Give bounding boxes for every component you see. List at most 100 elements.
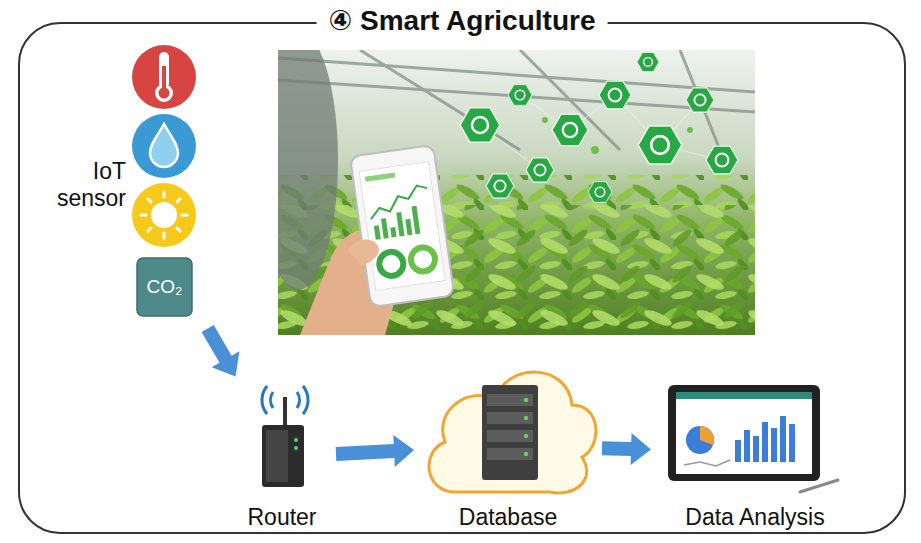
farm-photo <box>359 162 445 291</box>
farm-photo <box>638 126 682 164</box>
farm-photo <box>278 80 755 112</box>
farm-photo <box>508 85 532 106</box>
farm-photo <box>599 81 631 109</box>
farm-photo <box>637 52 659 71</box>
farm-photo <box>686 88 714 112</box>
farm-photo <box>278 50 338 290</box>
flow-arrow <box>336 435 414 467</box>
farm-photo <box>542 117 548 123</box>
tablet-icon <box>789 424 795 462</box>
router-node: Router <box>232 380 332 533</box>
router-icon <box>283 397 287 427</box>
farm-photo <box>405 219 412 236</box>
flow-arrow <box>602 433 651 465</box>
tablet-icon <box>762 422 768 462</box>
farm-photo <box>552 114 588 145</box>
farm-photo <box>278 50 755 335</box>
farm-photo <box>278 205 755 335</box>
tablet-icon <box>684 460 730 466</box>
sensor-icons <box>141 214 146 217</box>
sensor-icons <box>132 45 196 109</box>
flow-arrow <box>202 325 240 377</box>
component-label: Router <box>245 503 318 531</box>
sensor-icons <box>141 192 187 238</box>
sensor-icons <box>132 45 196 316</box>
router-icon <box>303 386 308 414</box>
tablet-icon <box>753 436 759 462</box>
farm-photo <box>278 50 755 335</box>
tablet-icon <box>744 430 750 462</box>
farm-photo <box>365 173 395 182</box>
farm-photo <box>350 145 454 307</box>
farm-photo <box>278 50 755 150</box>
sensor-icons <box>151 202 177 228</box>
farm-photo <box>390 227 396 238</box>
panel-title: ④ Smart Agriculture <box>317 3 608 39</box>
database-icon <box>429 372 596 493</box>
farm-photo <box>480 95 720 170</box>
farm-photo <box>412 206 421 234</box>
database-icon <box>524 452 528 456</box>
sensor-icons <box>163 233 166 238</box>
sensor-icons <box>148 199 151 202</box>
farm-photo <box>680 50 720 150</box>
database-icon <box>487 448 533 460</box>
farm-photo <box>381 218 389 239</box>
router-icon <box>294 446 298 450</box>
router-icon <box>262 386 308 487</box>
farm-photo <box>348 240 379 266</box>
farm-photo <box>278 175 755 335</box>
farm-photo <box>350 145 454 307</box>
database-icon <box>524 434 528 438</box>
farm-photo <box>396 212 404 236</box>
router-icon <box>294 438 298 442</box>
router-icon <box>262 386 267 414</box>
sensor-icons <box>148 228 151 231</box>
component-label: Data Analysis <box>683 503 826 531</box>
database-icon <box>482 385 538 480</box>
sensor-icons <box>177 199 180 202</box>
tablet-icon <box>676 392 812 399</box>
router-icon <box>266 430 288 482</box>
farm-photo <box>486 174 514 198</box>
farm-photo <box>409 246 436 273</box>
component-label: Database <box>457 503 559 531</box>
sensor-label: IoT sensor <box>46 158 126 212</box>
farm-photo <box>374 225 381 240</box>
router-icon <box>270 392 273 408</box>
sensor-icons <box>177 228 180 231</box>
analysis-node: Data Analysis <box>655 372 855 533</box>
database-icon <box>524 416 528 420</box>
database-icon <box>487 412 533 424</box>
sensor-icons <box>132 114 196 178</box>
sensor-icons <box>132 183 196 247</box>
farm-photo <box>687 127 693 133</box>
farm-photo <box>588 182 612 203</box>
tablet-icon <box>668 385 838 492</box>
tablet-icon <box>771 428 777 462</box>
farm-photo <box>591 146 599 154</box>
database-icon <box>487 394 533 406</box>
farm-photo <box>360 50 520 150</box>
co2-icon-text: CO₂ <box>137 258 192 316</box>
database-node: Database <box>418 358 598 533</box>
database-icon <box>429 372 596 493</box>
router-icon <box>297 392 300 408</box>
tablet-icon <box>668 385 820 481</box>
farm-photo <box>706 146 738 174</box>
tablet-icon <box>735 440 741 462</box>
farm-photo <box>526 158 554 182</box>
tablet-icon <box>686 426 714 454</box>
sensor-icons <box>163 192 166 197</box>
farm-photo <box>460 108 500 143</box>
sensor-icons <box>150 124 178 167</box>
sensor-icons <box>137 258 192 316</box>
database-icon <box>487 430 533 442</box>
farm-photo <box>378 250 405 277</box>
database-icon <box>524 398 528 402</box>
tablet-icon <box>800 480 838 492</box>
tablet-icon <box>780 416 786 462</box>
